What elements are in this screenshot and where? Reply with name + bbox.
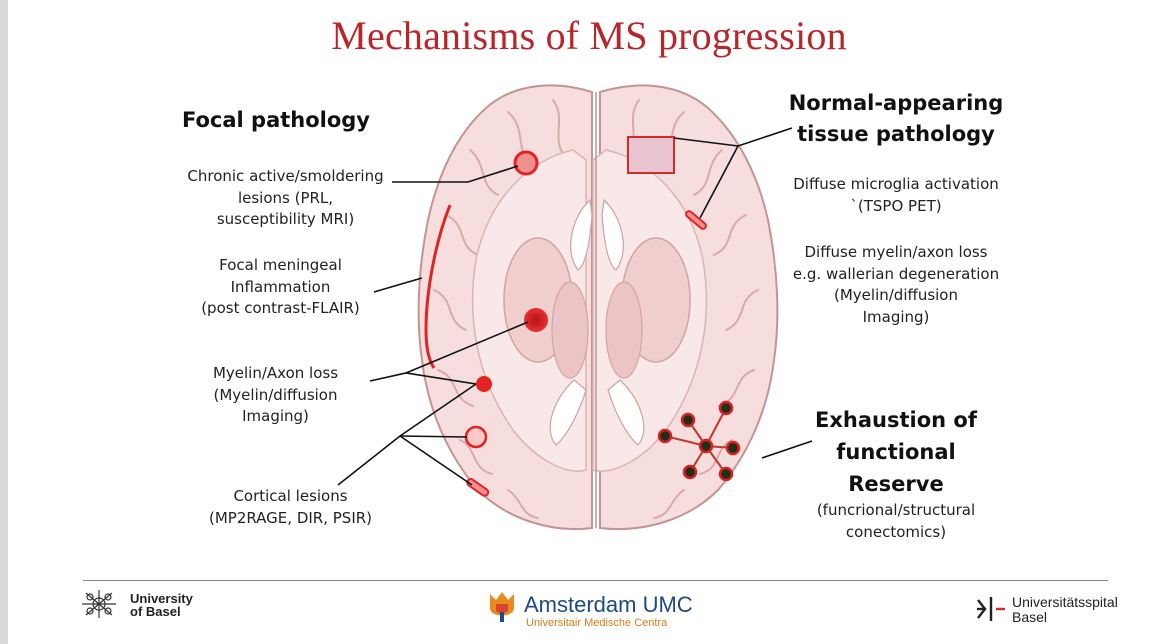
slide-title: Mechanisms of MS progression (331, 13, 847, 58)
meningeal-inflammation-mark (424, 204, 452, 369)
umc-name: Amsterdam UMC (524, 592, 693, 617)
amsterdam-umc-logo: Amsterdam UMC Universitair Medische Cent… (486, 590, 716, 630)
usb-mark-icon (977, 597, 1005, 621)
chronic-active-lesion (513, 150, 539, 176)
normal-appearing-tissue-heading: Normal-appearing tissue pathology (788, 91, 1004, 146)
connectomics-label: (funcrional/structural conectomics) (816, 501, 976, 541)
nawm-region-box (627, 136, 675, 174)
functional-reserve-heading: Exhaustion of functional Reserve (815, 408, 977, 496)
usb-logo-line1: Universitätsspital (1012, 594, 1118, 610)
cortical-lesion-juxtacortical (466, 478, 490, 497)
footer-divider (83, 580, 1108, 581)
umc-subtitle: Universitair Medische Centra (526, 617, 668, 629)
meningeal-inflammation-label: Focal meningeal Inflammation (post contr… (201, 256, 360, 317)
basel-logo-line1: University (130, 591, 193, 606)
cortical-lesions-label: Cortical lesions (MP2RAGE, DIR, PSIR) (208, 487, 373, 527)
myelin-axon-loss-lesion (476, 376, 492, 392)
myelin-axon-loss-label: Myelin/Axon loss (Myelin/diffusion Imagi… (212, 364, 339, 425)
universitatsspital-logo: Universitätsspital Basel (974, 592, 1164, 628)
usb-logo-line2: Basel (1012, 609, 1048, 625)
myelin-axon-diffuse-label: Diffuse myelin/axon loss e.g. wallerian … (792, 243, 1000, 326)
slide: Mechanisms of MS progression (8, 0, 1170, 644)
brain-diagram (337, 84, 813, 531)
university-basel-logo: University of Basel (78, 588, 238, 622)
basel-crest-icon (82, 590, 116, 618)
wallerian-lesion (685, 210, 707, 230)
deep-lesion (524, 308, 548, 332)
microglia-activation-label: Diffuse microglia activation `(TSPO PET) (793, 175, 999, 215)
focal-pathology-heading: Focal pathology (181, 108, 370, 132)
basel-logo-line2: of Basel (130, 604, 181, 619)
tulip-icon (490, 592, 514, 622)
chronic-active-lesions-label: Chronic active/smoldering lesions (PRL, … (187, 167, 384, 228)
cortical-lesion (464, 425, 488, 449)
